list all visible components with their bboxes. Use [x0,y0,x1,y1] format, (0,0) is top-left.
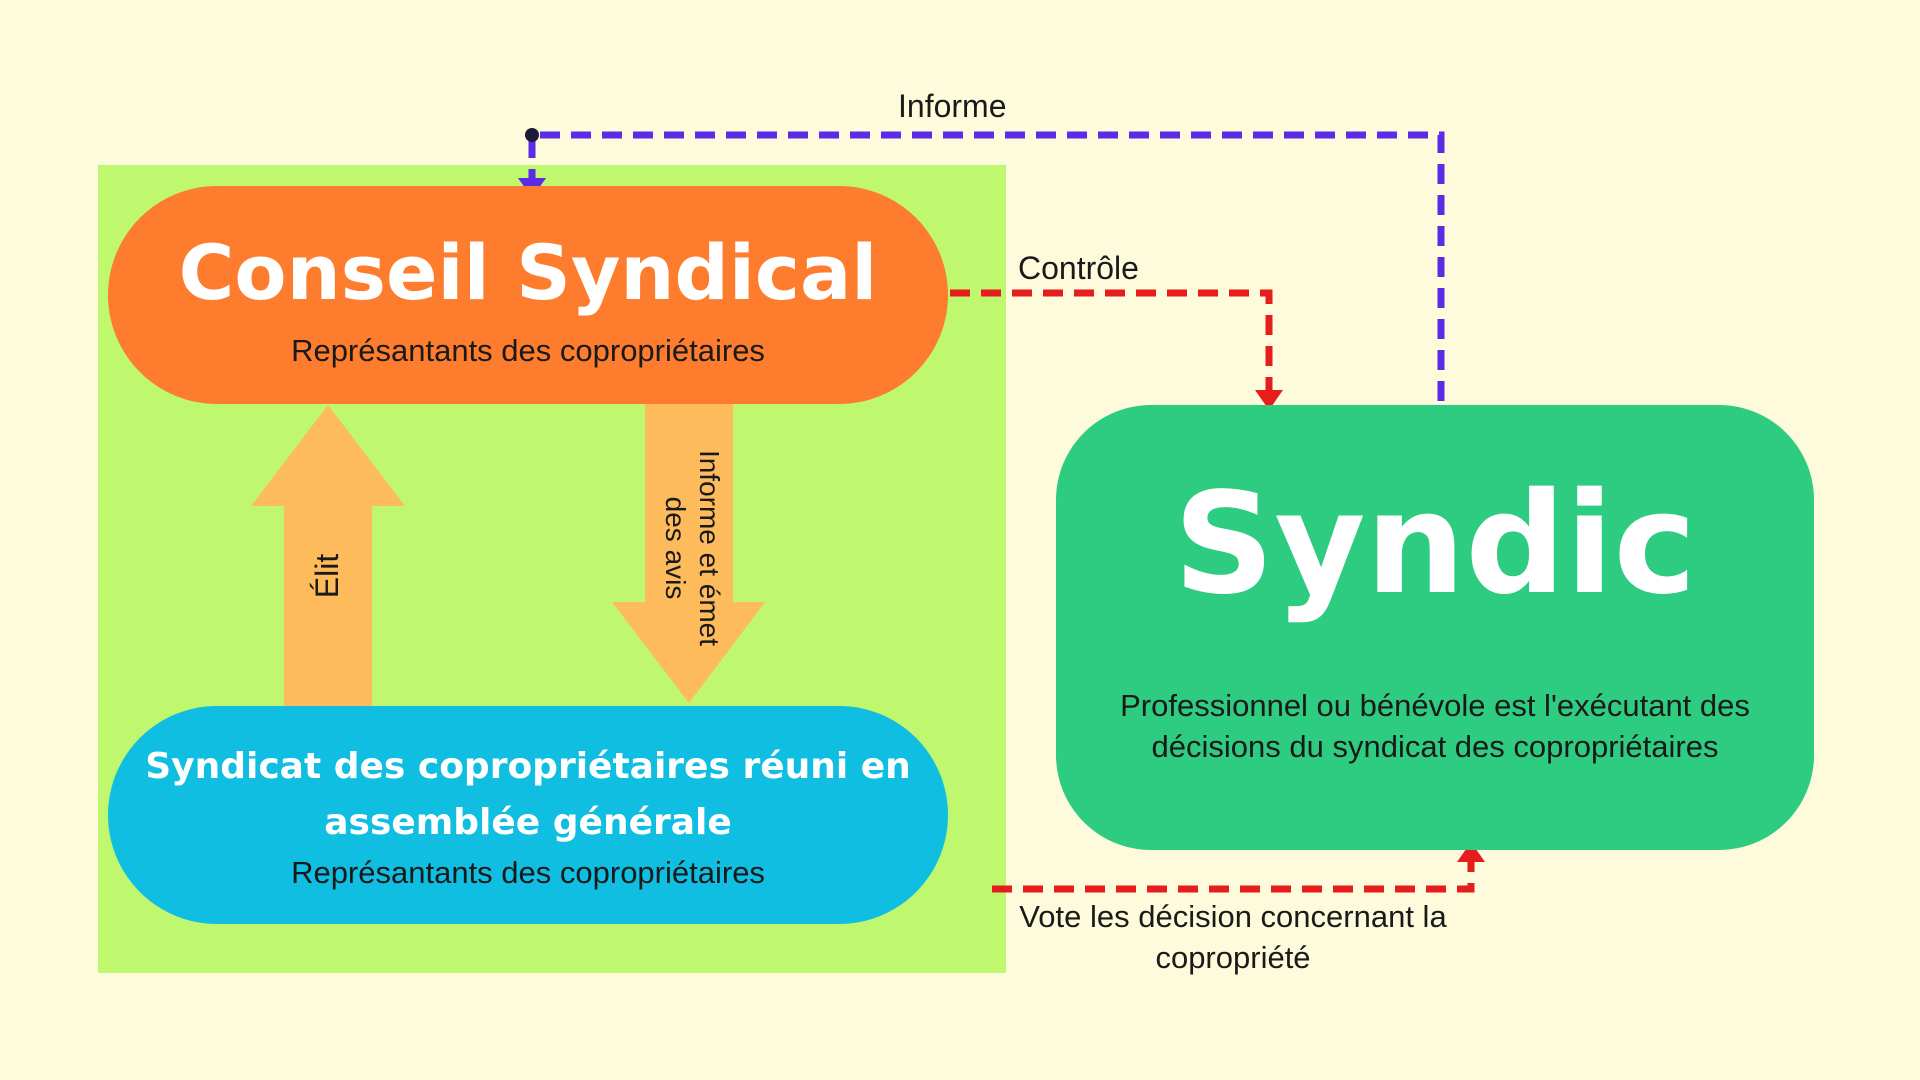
informe-avis-label: Informe et émet des avis [660,449,725,647]
conseil-syndical-title: Conseil Syndical [178,228,878,317]
elit-arrow [251,405,405,706]
vote-arrowhead [1457,842,1485,862]
syndicat-subtitle: Représantants des copropriétaires [291,855,765,890]
syndic-node: Syndic Professionnel ou bénévole est l'e… [1056,405,1814,850]
informe-connector [528,131,1445,401]
syndicat-title: Syndicat des copropriétaires réuni en as… [145,746,911,843]
controle-connector [950,289,1273,392]
syndicat-node: Syndicat des copropriétaires réuni en as… [108,706,948,924]
controle-arrowhead [1255,390,1283,410]
informe-connector-dot [525,128,539,142]
elit-label: Élit [309,553,345,599]
vote-connector [992,858,1475,893]
informe-label: Informe [898,88,1007,124]
controle-label: Contrôle [1018,250,1139,286]
vote-label: Vote les décision concernant la copropri… [1019,899,1447,975]
syndic-title: Syndic [1173,463,1697,626]
conseil-syndical-node: Conseil Syndical Représantants des copro… [108,186,948,404]
informe-avis-arrow [612,404,765,703]
syndic-description: Professionnel ou bénévole est l'exécutan… [1120,688,1750,764]
conseil-syndical-subtitle: Représantants des copropriétaires [291,333,765,368]
